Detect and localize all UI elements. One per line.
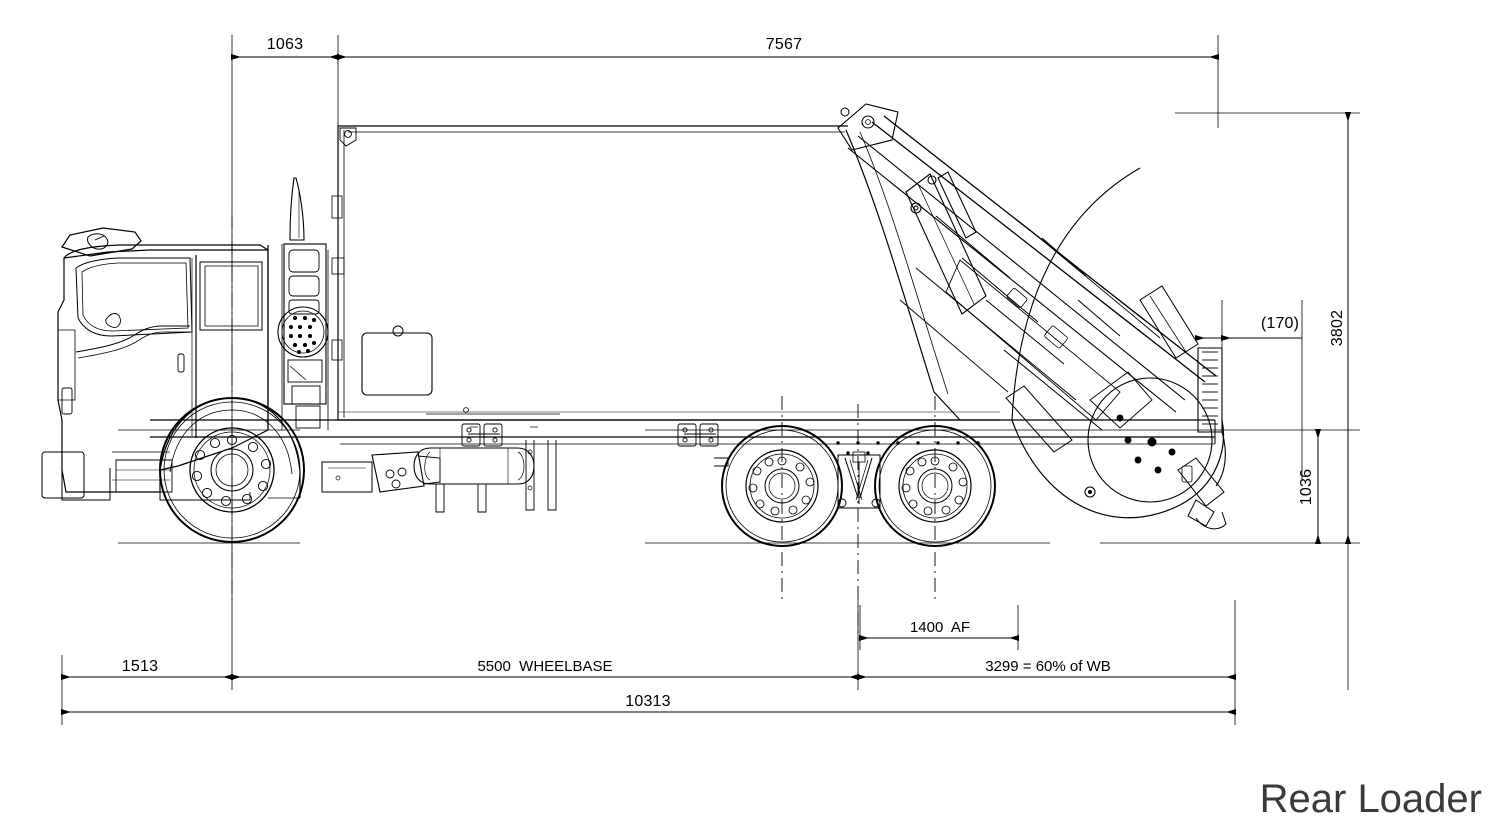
- dim-label-rear-overhang: 3299 = 60% of WB: [985, 658, 1111, 675]
- chassis-equipment: [321, 407, 729, 513]
- tailgate-assembly: [837, 103, 1227, 530]
- dim-label-wheelbase: 5500 WHEELBASE: [477, 658, 612, 675]
- dim-label-3802: 3802: [1329, 310, 1346, 346]
- dim-label-1513: 1513: [122, 658, 158, 675]
- extension-lines: [61, 35, 1349, 725]
- drawing-title: Rear Loader: [1260, 777, 1482, 821]
- packer-body: [331, 125, 1000, 421]
- dim-label-1063: 1063: [267, 36, 303, 53]
- cab: [41, 227, 301, 501]
- dim-label-1036: 1036: [1298, 469, 1315, 505]
- dim-label-1400af: 1400 AF: [910, 619, 970, 636]
- dim-label-10313: 10313: [625, 693, 671, 710]
- dim-label-7567: 7567: [766, 36, 802, 53]
- tandem-suspension: [820, 436, 1000, 509]
- exhaust-and-aircleaner: [277, 177, 329, 430]
- dim-label-170: (170): [1261, 315, 1299, 332]
